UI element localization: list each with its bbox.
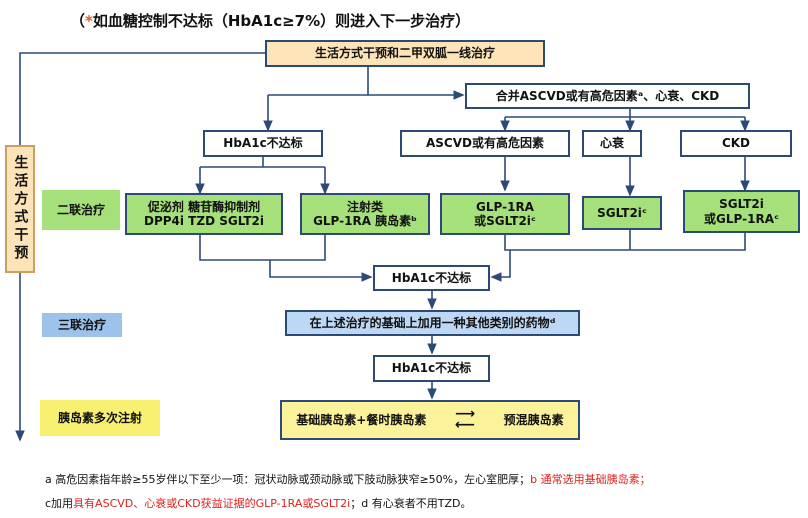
insulin-multiple-injection-label: 胰岛素多次注射: [40, 400, 160, 436]
ckd-box: CKD: [680, 130, 792, 157]
ascvd-box: ASCVD或有高危因素: [400, 130, 570, 157]
footnote-cd: c加用具有ASCVD、心衰或CKD获益证据的GLP-1RA或SGLT2i；d 有…: [45, 497, 472, 510]
insulin-regimen-box: 基础胰岛素+餐时胰岛素 ⟶⟵ 预混胰岛素: [280, 400, 580, 440]
footnote-ab: a 高危因素指年龄≥55岁伴以下至少一项：冠状动脉或颈动脉或下肢动脉狭窄≥50%…: [45, 473, 651, 486]
triple-therapy-label: 三联治疗: [42, 313, 122, 337]
heart-failure-box: 心衰: [582, 130, 642, 157]
swap-arrows-icon: ⟶⟵: [454, 405, 476, 433]
premixed-text: 预混胰岛素: [503, 412, 564, 427]
first-line-treatment-box: 生活方式干预和二甲双胍一线治疗: [265, 40, 545, 67]
lifestyle-side-box: 生活方式干预: [5, 145, 35, 273]
hf-drugs-box: SGLT2iᶜ: [582, 196, 662, 230]
hba1c-not-met-box-2: HbA1c不达标: [373, 265, 490, 291]
comorbidity-box: 合并ASCVD或有高危因素ᵃ、心衰、CKD: [465, 83, 750, 109]
triple-therapy-box: 在上述治疗的基础上加用一种其他类别的药物ᵈ: [285, 310, 580, 336]
basal-bolus-text: 基础胰岛素+餐时胰岛素: [296, 412, 427, 427]
hba1c-not-met-box-3: HbA1c不达标: [373, 355, 490, 382]
hba1c-not-met-box-1: HbA1c不达标: [203, 130, 323, 157]
page-title: （* 如血糖控制不达标（HbA1c≥7%）则进入下一步治疗）: [70, 12, 471, 30]
dual-therapy-label: 二联治疗: [42, 190, 120, 230]
